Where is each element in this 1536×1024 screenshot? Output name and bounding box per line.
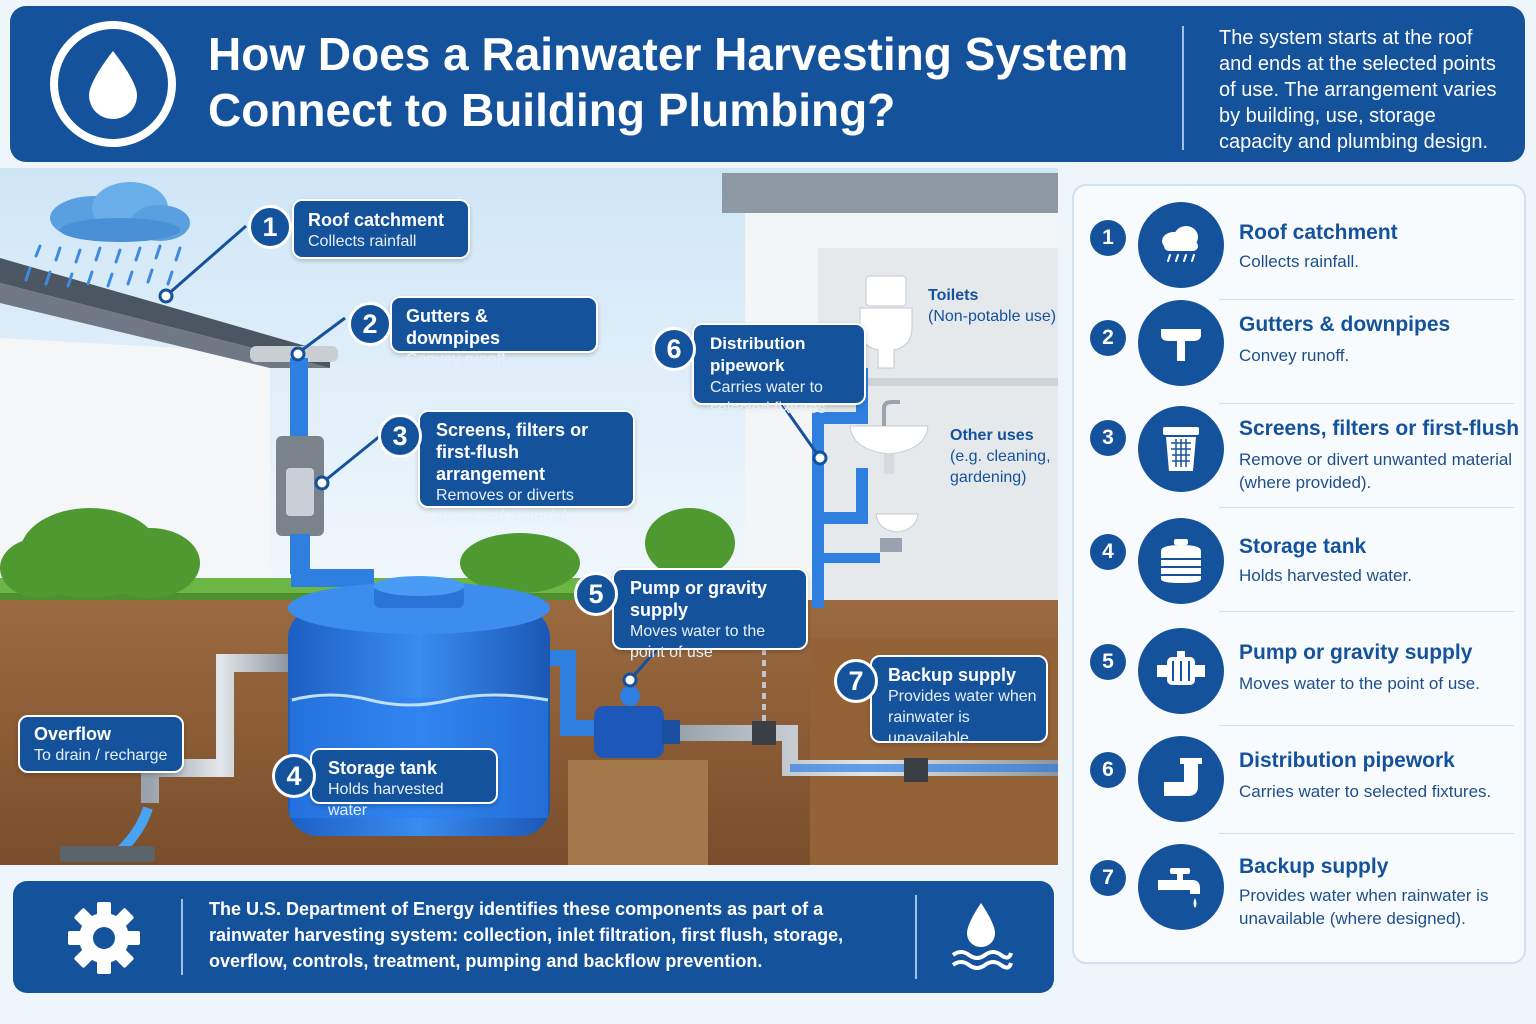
pump-icon — [1138, 628, 1224, 714]
list-item-roof-catchment: 1 Roof catchment Collects rainfall. — [1074, 196, 1524, 300]
toilets-label: Toilets (Non-potable use) — [928, 287, 1057, 325]
callout-backup-supply: 7 Backup supply Provides water when rain… — [834, 655, 1048, 747]
list-item-backup: 7 Backup supply Provides water when rain… — [1074, 838, 1524, 958]
callout-roof-catchment: 1 Roof catchment Collects rainfall — [248, 199, 470, 259]
tank-icon — [1138, 518, 1224, 604]
rain-cloud — [24, 182, 190, 288]
water-drop-badge — [50, 21, 176, 147]
footer-banner: The U.S. Department of Energy identifies… — [13, 881, 1054, 993]
callout-number: 6 — [652, 327, 696, 371]
header-note: The system starts at the roof and ends a… — [1219, 27, 1497, 153]
list-item-gutters: 2 Gutters & downpipes Convey runoff. — [1074, 300, 1524, 404]
list-item-pump: 5 Pump or gravity supply Moves water to … — [1074, 622, 1524, 726]
component-list-panel: 1 Roof catchment Collects rainfall. 2 Gu… — [1072, 184, 1526, 964]
gutter-icon — [1138, 300, 1224, 386]
filter-icon — [1138, 406, 1224, 492]
callout-number: 3 — [378, 414, 422, 458]
gear-icon — [68, 902, 140, 974]
callout-number: 7 — [834, 659, 878, 703]
callout-number: 2 — [348, 302, 392, 346]
water-drop-icon — [89, 51, 137, 119]
header-divider — [1182, 26, 1184, 150]
page-title: How Does a Rainwater Harvesting System C… — [208, 28, 1129, 136]
pipe-icon — [1138, 736, 1224, 822]
toilet-fixture — [859, 275, 913, 369]
callout-pump: 5 Pump or gravity supply Moves water to … — [574, 568, 808, 661]
callout-number: 1 — [248, 205, 292, 249]
tap-icon — [1138, 844, 1224, 930]
callout-screens-filters: 3 Screens, filters or first-flush arrang… — [378, 410, 635, 525]
header-banner: How Does a Rainwater Harvesting System C… — [10, 6, 1525, 162]
callout-distribution-pipework: 6 Distribution pipework Carries water to… — [652, 323, 866, 417]
list-item-filters: 3 Screens, filters or first-flush Remove… — [1074, 404, 1524, 508]
callout-number: 4 — [272, 754, 316, 798]
callout-overflow: Overflow To drain / recharge — [18, 715, 184, 773]
pump — [594, 686, 680, 758]
callout-gutters-downpipes: 2 Gutters & downpipes Convey runoff — [348, 296, 598, 368]
callout-number: 5 — [574, 572, 618, 616]
system-illustration: 1 Roof catchment Collects rainfall 2 Gut… — [0, 168, 1058, 865]
sink-fixture — [849, 400, 929, 474]
list-item-distribution: 6 Distribution pipework Carries water to… — [1074, 730, 1524, 834]
footer-text: The U.S. Department of Energy identifies… — [209, 899, 844, 971]
list-item-storage-tank: 4 Storage tank Holds harvested water. — [1074, 508, 1524, 612]
other-uses-label: Other uses (e.g. cleaning, gardening) — [950, 427, 1051, 486]
water-waves-icon — [951, 903, 1013, 970]
callout-storage-tank: 4 Storage tank Holds harvested water — [272, 748, 498, 819]
cloud-rain-icon — [1138, 202, 1224, 288]
